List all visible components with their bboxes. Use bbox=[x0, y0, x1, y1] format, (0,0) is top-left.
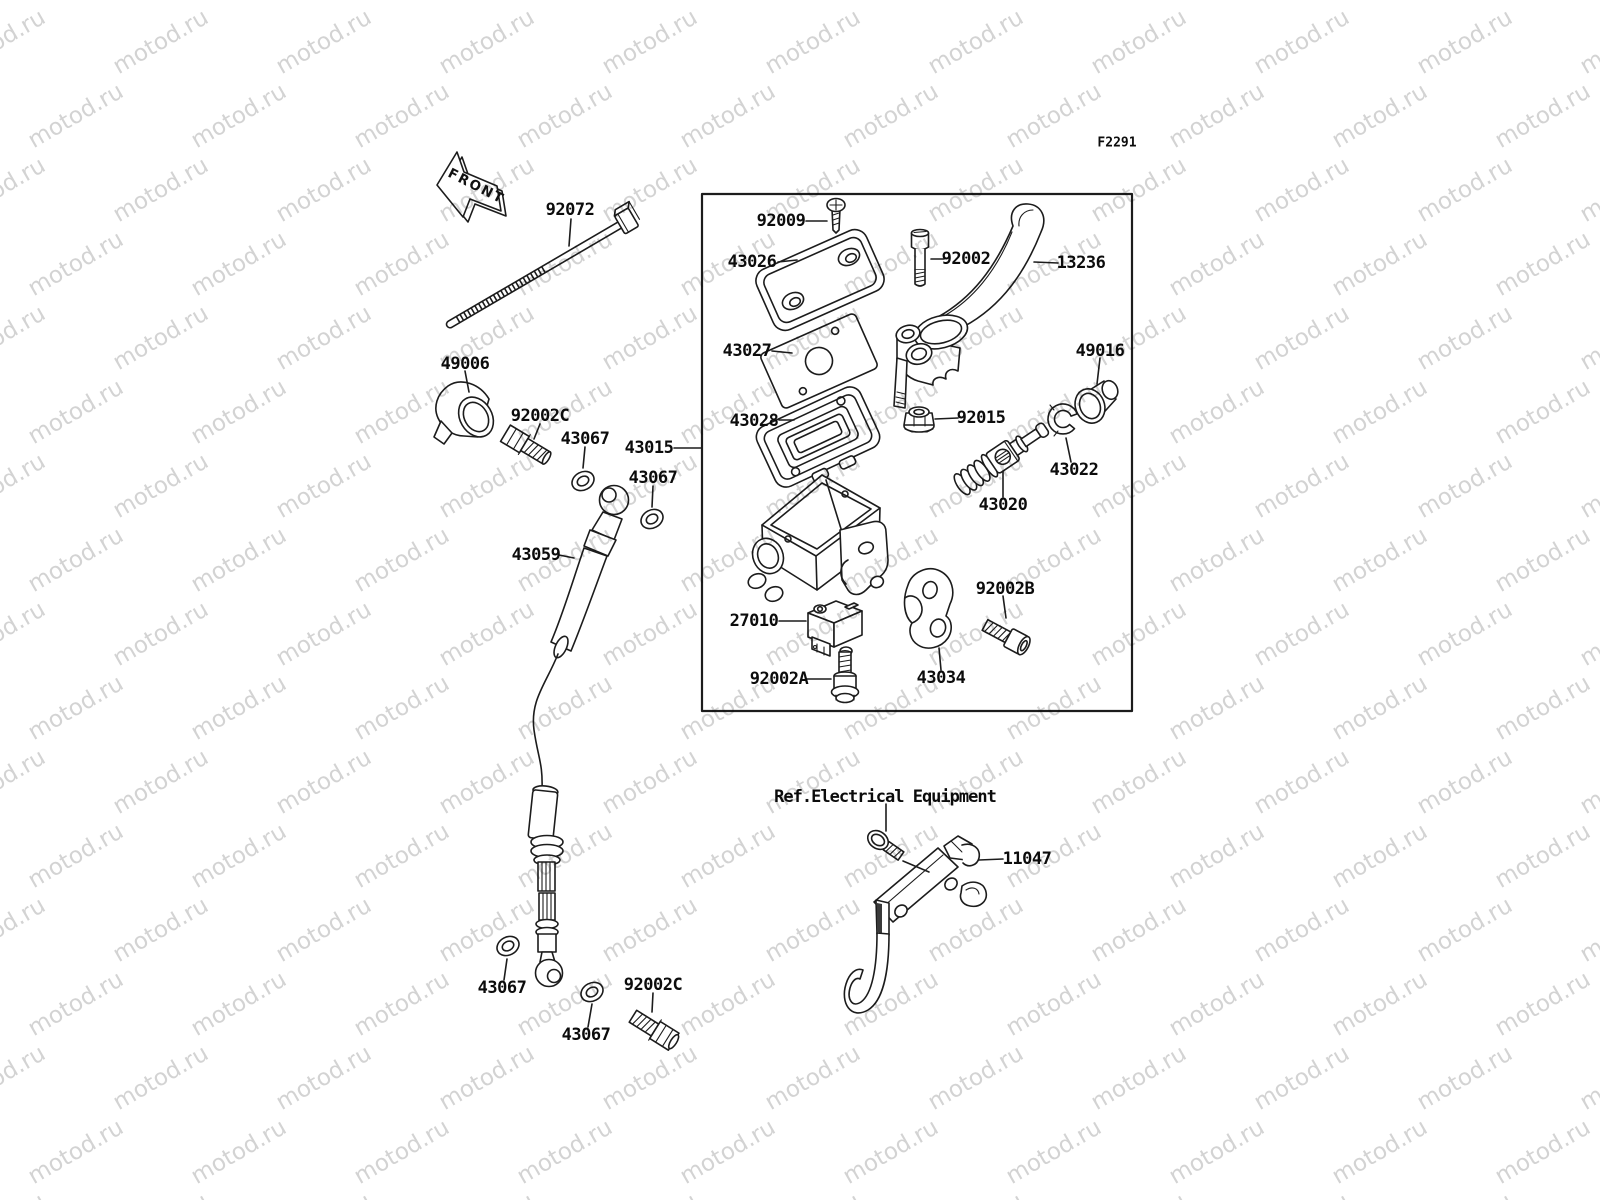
part-drawing-ref-screw bbox=[866, 829, 905, 861]
part-drawing-43067-b bbox=[640, 508, 664, 530]
part-drawing-13236 bbox=[893, 203, 1045, 409]
diagram-frame-box bbox=[700, 192, 1134, 713]
front-arrow: FRONT bbox=[436, 151, 507, 223]
part-drawing-43067-a bbox=[571, 470, 595, 492]
part-drawing-43027 bbox=[760, 313, 878, 409]
part-drawing-92072 bbox=[445, 200, 641, 329]
part-drawing-43026 bbox=[755, 228, 885, 332]
part-drawing-43067-d bbox=[580, 981, 604, 1003]
part-drawing-43020 bbox=[953, 422, 1050, 496]
part-drawing-92002B bbox=[981, 618, 1031, 656]
part-drawing-11047 bbox=[843, 835, 988, 1014]
part-drawing-49016 bbox=[1074, 379, 1119, 424]
part-drawing-master-cylinder-body bbox=[747, 474, 889, 656]
part-drawing-92002C-bottom bbox=[628, 1009, 680, 1051]
part-drawing-92002A bbox=[830, 649, 860, 704]
part-drawing-92002 bbox=[910, 228, 930, 287]
part-drawing-43028 bbox=[755, 386, 881, 488]
part-drawing-92009 bbox=[826, 197, 846, 234]
part-drawing-92002C-top bbox=[499, 424, 552, 465]
part-drawing-43059-hose bbox=[527, 484, 630, 988]
part-drawing-43067-c bbox=[496, 935, 520, 957]
part-drawing-92015 bbox=[903, 406, 935, 433]
part-drawing-43034 bbox=[903, 568, 954, 649]
leader-lines bbox=[464, 218, 1101, 1028]
part-drawing-27010 bbox=[807, 600, 863, 657]
part-drawing-43022 bbox=[1047, 403, 1078, 437]
part-drawing-49006 bbox=[433, 381, 495, 445]
